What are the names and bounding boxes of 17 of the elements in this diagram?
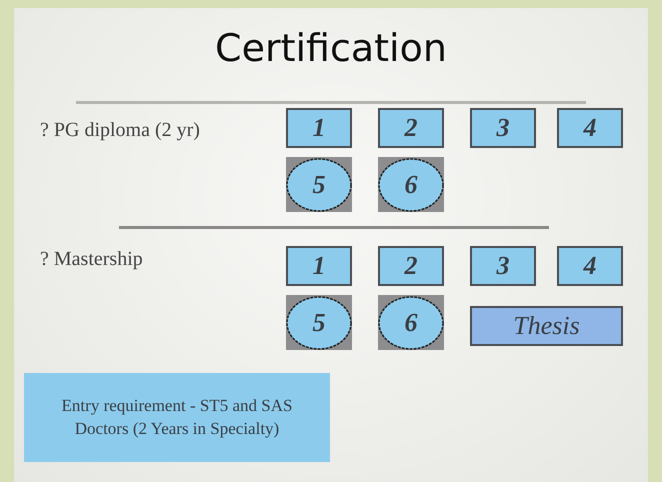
- number-box: 1: [286, 108, 352, 148]
- number-oval: 5: [286, 295, 352, 350]
- number-box: 3: [470, 108, 536, 148]
- number-box: 2: [378, 108, 444, 148]
- bullet-label: ? PG diploma (2 yr): [40, 119, 200, 142]
- bullet-label: ? Mastership: [40, 248, 143, 271]
- number-oval: 5: [286, 157, 352, 212]
- number-box: 3: [470, 246, 536, 286]
- slide-title: Certification: [214, 26, 448, 70]
- number-box: 4: [557, 108, 623, 148]
- thesis-box: Thesis: [470, 306, 623, 346]
- number-box: 1: [286, 246, 352, 286]
- number-oval: 6: [378, 295, 444, 350]
- number-box: 2: [378, 246, 444, 286]
- number-box: 4: [557, 246, 623, 286]
- note-box: Entry requirement - ST5 and SAS Doctors (2 Years in Specialty): [24, 373, 330, 462]
- number-oval: 6: [378, 157, 444, 212]
